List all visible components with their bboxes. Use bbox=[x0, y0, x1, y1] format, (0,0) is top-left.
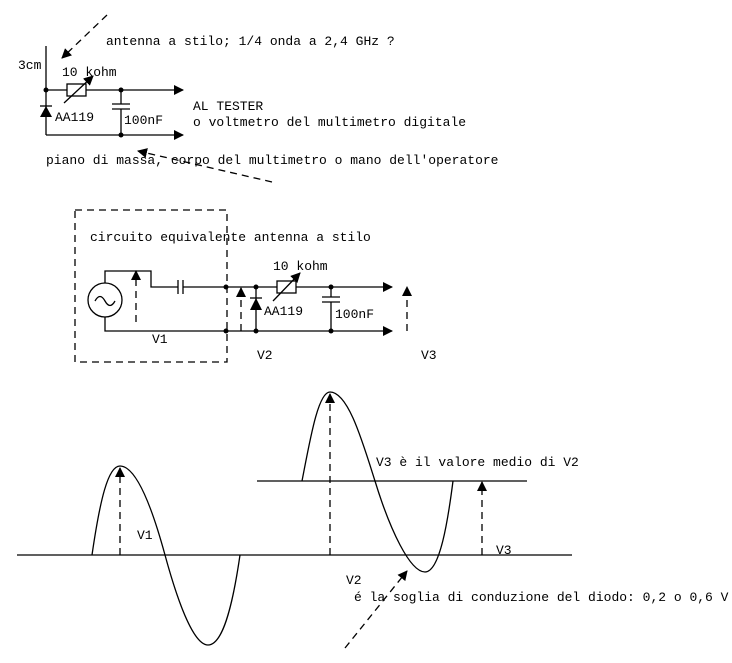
resistor-label-2: 10 kohm bbox=[273, 259, 328, 274]
diode-icon-2 bbox=[250, 298, 262, 310]
variable-arrow-icon-2 bbox=[272, 272, 301, 302]
equivalent-circuit: circuito equivalente antenna a stilo 10 … bbox=[74, 209, 437, 363]
ground-note: piano di massa, corpo del multimetro o m… bbox=[46, 153, 498, 168]
threshold-pointer-arrow bbox=[344, 570, 408, 649]
diode-icon bbox=[40, 106, 52, 117]
output-label-2: o voltmetro del multimetro digitale bbox=[193, 115, 466, 130]
output-label: AL TESTER bbox=[193, 99, 263, 114]
variable-arrow-icon bbox=[63, 75, 94, 104]
v1-label: V1 bbox=[152, 332, 168, 347]
antenna-note: antenna a stilo; 1/4 onda a 2,4 GHz ? bbox=[106, 34, 395, 49]
diode-label: AA119 bbox=[55, 110, 94, 125]
waveforms: V1 V2 V3 V3 è il valore medio di V2 é la… bbox=[17, 391, 729, 649]
threshold-note: é la soglia di conduzione del diodo: 0,2… bbox=[354, 590, 729, 605]
resistor-label: 10 kohm bbox=[62, 65, 117, 80]
equivalent-title: circuito equivalente antenna a stilo bbox=[90, 230, 371, 245]
diode-label-2: AA119 bbox=[264, 304, 303, 319]
wave-v3-label: V3 bbox=[496, 543, 512, 558]
ground-pointer-arrow bbox=[137, 148, 273, 183]
top-circuit: antenna a stilo; 1/4 onda a 2,4 GHz ? 3c… bbox=[18, 14, 498, 183]
capacitor-label: 100nF bbox=[124, 113, 163, 128]
wave-v2-label: V2 bbox=[346, 573, 362, 588]
wave-v1-label: V1 bbox=[137, 528, 153, 543]
antenna-pointer-arrow bbox=[61, 14, 108, 59]
mean-note: V3 è il valore medio di V2 bbox=[376, 455, 579, 470]
capacitor-label-2: 100nF bbox=[335, 307, 374, 322]
v1-waveform bbox=[91, 465, 241, 646]
antenna-length-label: 3cm bbox=[18, 58, 42, 73]
v3-label: V3 bbox=[421, 348, 437, 363]
v2-label: V2 bbox=[257, 348, 273, 363]
v2-waveform bbox=[301, 391, 454, 573]
